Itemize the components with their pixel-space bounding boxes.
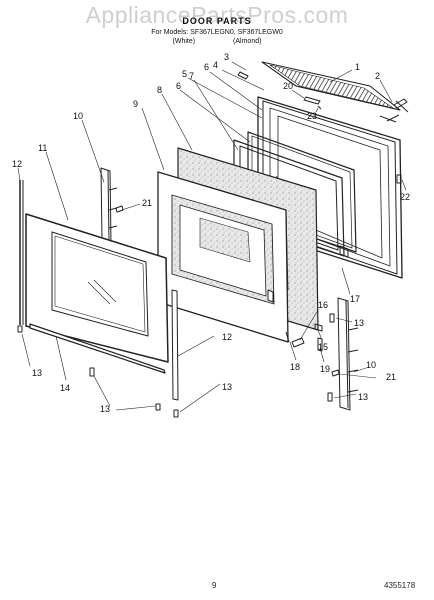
part-bottom-trim [29, 323, 166, 374]
callout-9: 9 [133, 99, 138, 109]
models-line: For Models: SF367LEGN0, SF367LEGW0 [151, 29, 283, 36]
callout-4: 4 [213, 60, 218, 70]
callout-13-right-upper: 13 [354, 318, 364, 328]
color-variants: (White) (Almond) [0, 38, 434, 45]
part-bracket-3 [237, 71, 249, 80]
part-clip-20 [303, 96, 321, 105]
part-screw-18 [285, 331, 290, 343]
part-screw-13f [329, 313, 335, 323]
part-screw-2b [386, 114, 400, 122]
part-hinge-top [379, 115, 397, 123]
callout-22: 22 [400, 192, 410, 202]
callout-13-right-lower: 13 [358, 392, 368, 402]
part-door-liner [157, 171, 289, 343]
callout-13-lower-mid: 13 [222, 382, 232, 392]
callout-12-bottom: 12 [222, 332, 232, 342]
part-screw-19 [317, 337, 323, 352]
callout-6-upper: 6 [204, 62, 209, 72]
part-bracket-16 [291, 337, 305, 348]
callout-19: 19 [320, 364, 330, 374]
part-screw-2 [393, 98, 409, 113]
part-outer-door [25, 213, 169, 363]
part-screw-13e [327, 392, 333, 402]
callout-10-left: 10 [73, 111, 83, 121]
callout-5: 5 [182, 69, 187, 79]
callout-1: 1 [355, 62, 360, 72]
part-side-trim-left [19, 180, 24, 325]
part-door-hinge-right [337, 297, 359, 411]
page-number: 9 [212, 581, 217, 590]
callout-14: 14 [60, 383, 70, 393]
callout-21-left: 21 [142, 198, 152, 208]
watermark: AppliancePartsPros.com [85, 2, 349, 28]
part-screw-22 [396, 174, 402, 184]
callout-13-bottom: 13 [100, 404, 110, 414]
part-screw-13d [173, 409, 179, 418]
callout-13-left: 13 [32, 368, 42, 378]
callout-2: 2 [375, 71, 380, 81]
callout-6: 6 [176, 81, 181, 91]
leader-lines [17, 61, 407, 413]
part-screw-15 [314, 323, 323, 332]
callout-21-right: 21 [386, 372, 396, 382]
callout-17: 17 [350, 294, 360, 304]
callout-15: 15 [318, 342, 328, 352]
part-code: 4355178 [384, 581, 416, 590]
callout-3: 3 [224, 52, 229, 62]
callout-16: 16 [318, 300, 328, 310]
callout-7: 7 [189, 71, 194, 81]
part-screw-13c [155, 403, 161, 411]
diagram-title: DOOR PARTS [182, 16, 252, 26]
part-screw-21-left [115, 205, 124, 213]
part-door-hinge-left [100, 167, 118, 244]
part-screw-21-right [331, 369, 340, 377]
color-left: (White) [172, 38, 196, 45]
part-screw-13a [17, 325, 23, 333]
color-right: (Almond) [233, 38, 262, 45]
callout-20: 20 [283, 81, 293, 91]
callout-10-right: 10 [366, 360, 376, 370]
callout-12-left: 12 [12, 159, 22, 169]
part-side-trim-bottom [171, 289, 179, 401]
part-screw-23 [317, 105, 322, 110]
part-screw-13b [89, 367, 95, 377]
callout-23: 23 [307, 111, 317, 121]
callout-8: 8 [157, 85, 162, 95]
callout-11: 11 [38, 143, 47, 153]
callout-18: 18 [290, 362, 300, 372]
